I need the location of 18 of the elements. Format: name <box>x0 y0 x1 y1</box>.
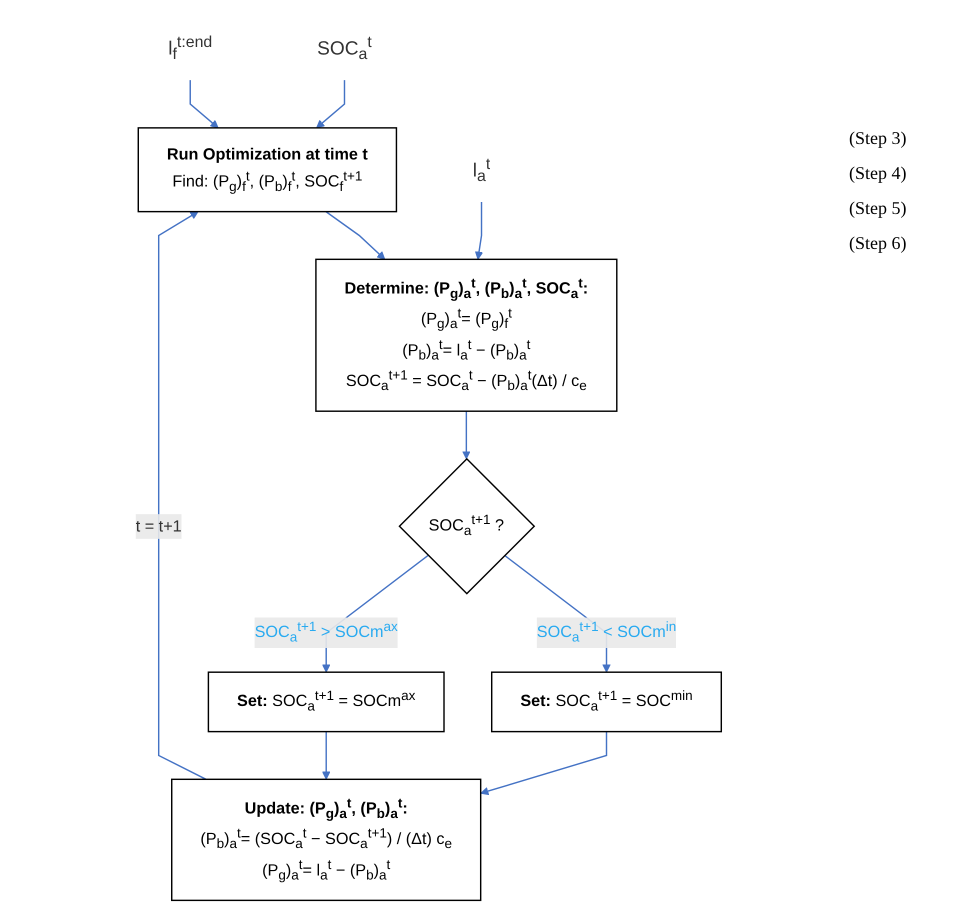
step-label: (Step 6) <box>849 233 908 254</box>
node-box: Set: SOC$_{a}$$^{t+1}$ = SOC$^{min}$ <box>491 671 722 732</box>
edge-label: SOC$_{a}$$^{t+1}$ < SOCm$^{in}$ <box>536 619 676 646</box>
node-box: Set: SOC$_{a}$$^{t+1}$ = SOCm$^{ax}$ <box>208 671 445 732</box>
arrow <box>462 411 471 460</box>
step-label: (Step 5) <box>849 198 908 219</box>
arrow <box>316 80 346 128</box>
arrow <box>190 80 219 128</box>
arrow <box>474 202 484 260</box>
edge-label: t = t+1 <box>136 516 182 536</box>
step-label: (Step 3) <box>849 128 908 149</box>
edge-label: SOC$_{a}$$^{t+1}$ > SOCm$^{ax}$ <box>254 619 398 646</box>
arrow <box>326 211 386 260</box>
arrow <box>158 211 206 780</box>
step-label: (Step 4) <box>849 163 908 184</box>
node-diamond: SOC$_{a}$$^{t+1}$ ? <box>398 458 536 595</box>
arrow <box>480 732 608 796</box>
arrow <box>322 732 330 780</box>
